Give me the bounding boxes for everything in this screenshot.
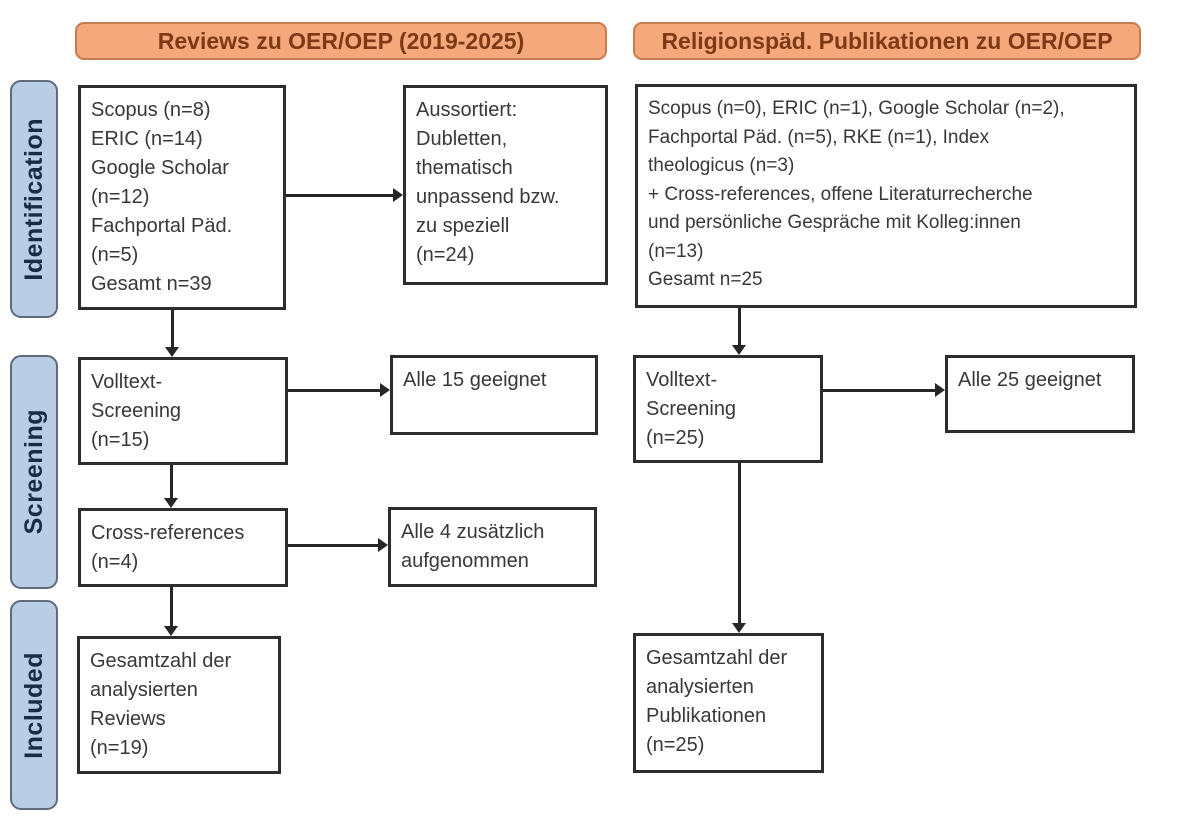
- stage-label-included-text: Included: [19, 651, 48, 759]
- column-header-religionspaed-label: Religionspäd. Publikationen zu OER/OEP: [661, 27, 1113, 54]
- box-left-total-reviews: Gesamtzahl der analysierten Reviews (n=1…: [77, 636, 281, 774]
- stage-label-identification: Identification: [10, 80, 58, 318]
- box-right-fulltext-screening-text: Volltext- Screening (n=25): [646, 369, 737, 449]
- arrow-right-screening-to-suitable: [823, 383, 945, 397]
- box-left-cross-references-text: Cross-references (n=4): [91, 522, 245, 573]
- arrow-left-screening-to-suitable: [288, 383, 390, 397]
- arrow-right-sources-to-screening: [732, 308, 746, 355]
- box-right-total-publications-text: Gesamtzahl der analysierten Publikatione…: [646, 647, 788, 756]
- stage-label-screening-text: Screening: [19, 409, 48, 535]
- arrow-left-sources-to-screening: [165, 310, 179, 357]
- box-right-fulltext-screening: Volltext- Screening (n=25): [633, 355, 823, 463]
- box-left-excluded-text: Aussortiert: Dubletten, thematisch unpas…: [416, 99, 560, 266]
- box-left-total-reviews-text: Gesamtzahl der analysierten Reviews (n=1…: [90, 650, 232, 759]
- stage-label-identification-text: Identification: [19, 117, 48, 281]
- arrow-left-sources-to-excluded: [286, 188, 403, 202]
- box-left-sources: Scopus (n=8) ERIC (n=14) Google Scholar …: [78, 85, 286, 310]
- box-right-all-suitable-text: Alle 25 geeignet: [958, 369, 1102, 391]
- box-left-all-suitable: Alle 15 geeignet: [390, 355, 598, 435]
- box-left-additionally-included: Alle 4 zusätzlich aufgenommen: [388, 507, 597, 587]
- box-right-all-suitable: Alle 25 geeignet: [945, 355, 1135, 433]
- box-left-additionally-included-text: Alle 4 zusätzlich aufgenommen: [401, 521, 545, 572]
- stage-label-included: Included: [10, 600, 58, 810]
- box-left-fulltext-screening: Volltext- Screening (n=15): [78, 357, 288, 465]
- arrow-right-screening-to-total: [732, 463, 746, 633]
- box-right-sources: Scopus (n=0), ERIC (n=1), Google Scholar…: [635, 84, 1137, 308]
- arrow-left-screening-to-crossref: [164, 465, 178, 508]
- box-left-cross-references: Cross-references (n=4): [78, 508, 288, 587]
- box-left-all-suitable-text: Alle 15 geeignet: [403, 369, 547, 391]
- column-header-reviews: Reviews zu OER/OEP (2019-2025): [75, 22, 607, 60]
- box-right-total-publications: Gesamtzahl der analysierten Publikatione…: [633, 633, 824, 773]
- box-right-sources-text: Scopus (n=0), ERIC (n=1), Google Scholar…: [648, 98, 1065, 290]
- box-left-fulltext-screening-text: Volltext- Screening (n=15): [91, 371, 182, 451]
- box-left-excluded: Aussortiert: Dubletten, thematisch unpas…: [403, 85, 608, 285]
- box-left-sources-text: Scopus (n=8) ERIC (n=14) Google Scholar …: [91, 99, 233, 295]
- stage-label-screening: Screening: [10, 355, 58, 589]
- arrow-left-crossref-to-total: [164, 587, 178, 636]
- arrow-left-crossref-to-included: [288, 538, 388, 552]
- column-header-reviews-label: Reviews zu OER/OEP (2019-2025): [157, 27, 525, 54]
- column-header-religionspaed: Religionspäd. Publikationen zu OER/OEP: [633, 22, 1141, 60]
